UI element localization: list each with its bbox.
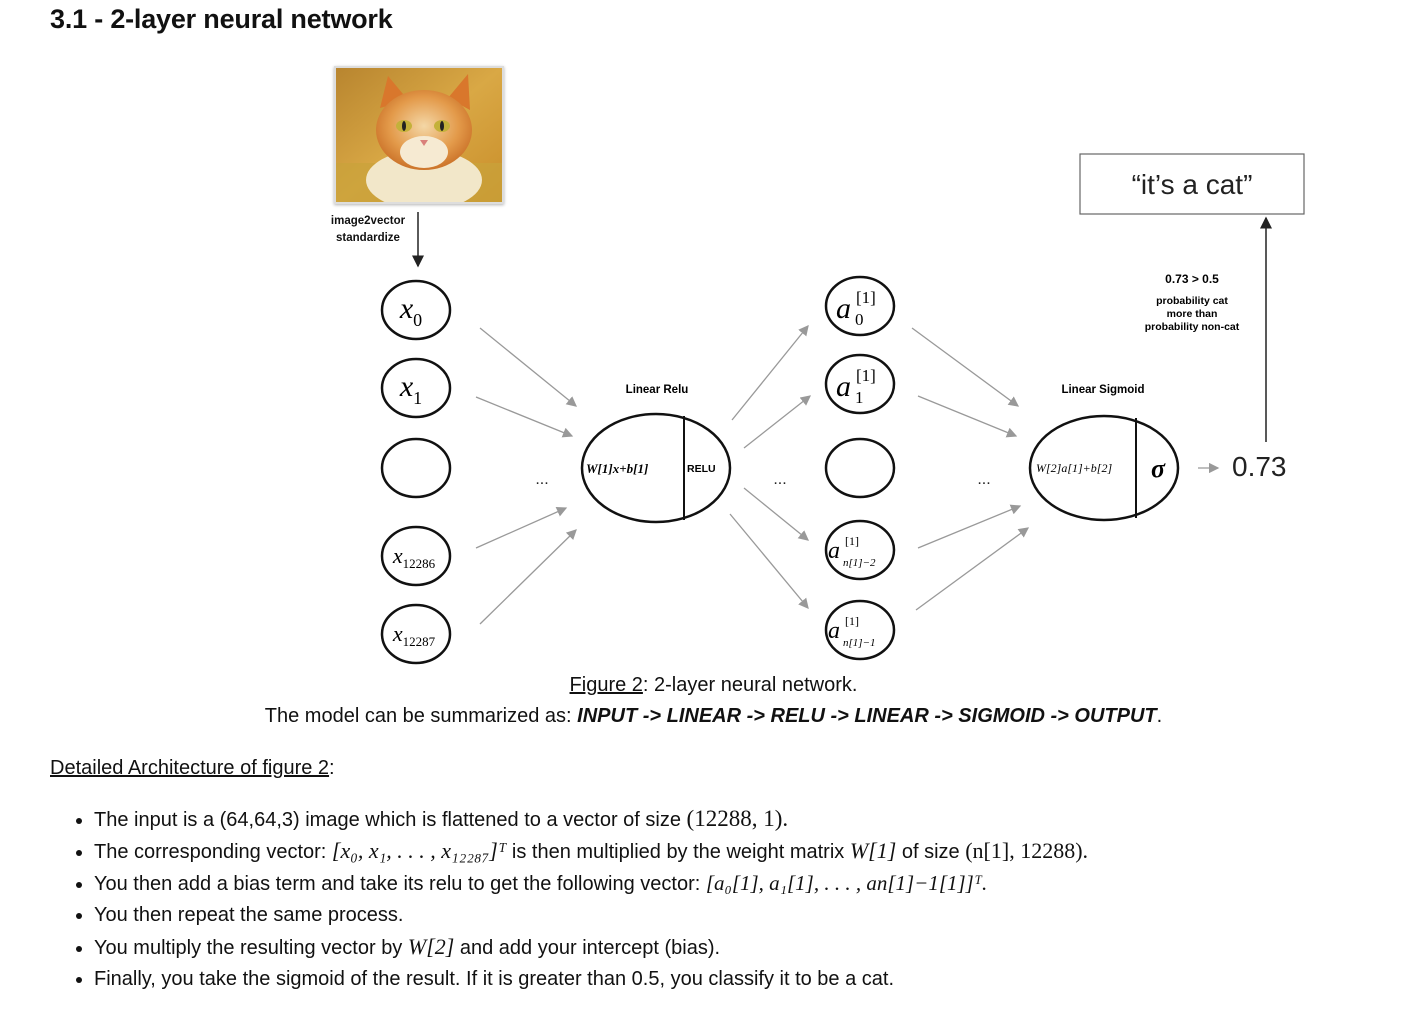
architecture-list: The input is a (64,64,3) image which is … — [60, 803, 1394, 995]
bullet-1-math: (12288, 1). — [686, 806, 789, 831]
ellipsis-layer1: ... — [773, 471, 786, 488]
list-item: Finally, you take the sigmoid of the res… — [94, 963, 1394, 995]
input-node-0-subscript: 0 — [413, 310, 422, 330]
decision-line-2: probability cat — [1156, 295, 1228, 307]
hidden-node-0-symbol: a — [836, 292, 851, 325]
layer1-to-hidden-arrows — [729, 324, 812, 610]
list-item: You multiply the resulting vector by W[2… — [94, 931, 1394, 963]
details-link[interactable]: Detailed Architecture of figure 2 — [50, 757, 330, 779]
bullet-2-math-1: [x₀, x₁, . . . , x₁₂₂₈₇]ᵀ — [331, 838, 507, 863]
hidden-node-1-symbol: a — [836, 370, 851, 403]
hidden-node-1: a [1] 1 — [824, 353, 896, 415]
input-node-1-subscript: 1 — [413, 388, 422, 408]
layer1-formula: W[1]x+b[1] — [586, 461, 648, 476]
details-title: Detailed Architecture of figure 2: — [50, 757, 335, 780]
ellipsis-hidden: ... — [977, 471, 990, 488]
hidden-node-0-superscript: [1] — [856, 288, 876, 307]
decision-line-3: more than — [1167, 308, 1218, 320]
input-node-1-symbol: x — [399, 370, 414, 403]
bullet-5-text-2: and add your intercept (bias). — [454, 937, 721, 959]
hidden-node-2 — [824, 437, 896, 499]
hidden-node-3-superscript: [1] — [845, 534, 859, 548]
summary-prefix: The model can be summarized as: — [264, 705, 578, 727]
bullet-3-text: You then add a bias term and take its re… — [94, 873, 706, 895]
hidden-node-3: a [1] n[1]−2 — [824, 519, 896, 581]
hidden-node-1-superscript: [1] — [856, 366, 876, 385]
cat-photo — [334, 66, 504, 204]
input-node-3-subscript: 12286 — [403, 556, 436, 571]
ellipsis-inputs: ... — [535, 471, 548, 488]
layer2-neuron: W[2]a[1]+b[2] σ — [1028, 414, 1180, 522]
input-node-3-symbol: x — [392, 543, 403, 568]
svg-text:x0: x0 — [399, 292, 422, 330]
model-summary: The model can be summarized as: INPUT ->… — [0, 705, 1427, 728]
hidden-node-4-symbol: a — [828, 618, 840, 644]
bullet-2-text-2: is then multiplied by the weight matrix — [506, 841, 850, 863]
bullet-2-math-2: W[1] — [849, 838, 897, 863]
bullet-4-text: You then repeat the same process. — [94, 904, 404, 926]
svg-text:x1: x1 — [399, 370, 422, 408]
input-node-0: x0 — [380, 279, 452, 341]
hidden-to-layer2-arrows — [911, 327, 1030, 611]
layer1-title: Linear Relu — [626, 384, 689, 396]
bullet-3-math: [a₀[1], a₁[1], . . . , an[1]−1[1]]ᵀ. — [705, 871, 988, 895]
result-text: “it’s a cat” — [1132, 169, 1253, 200]
list-item: You then add a bias term and take its re… — [94, 867, 1394, 899]
layer1-activation: RELU — [687, 463, 716, 475]
svg-text:x12287: x12287 — [392, 621, 436, 649]
bullet-2-text-3: of size — [896, 841, 966, 863]
output-value: 0.73 — [1232, 451, 1287, 482]
figure-caption-text: : 2-layer neural network. — [642, 674, 858, 696]
bullet-5-math: W[2] — [407, 934, 455, 959]
hidden-node-0-subscript: 0 — [855, 310, 864, 329]
hidden-node-4-superscript: [1] — [845, 614, 859, 628]
bullet-1-text: The input is a (64,64,3) image which is … — [94, 809, 687, 831]
decision-line-4: probability non-cat — [1145, 321, 1240, 333]
layer2-title: Linear Sigmoid — [1061, 384, 1144, 396]
cat-photo-art — [336, 68, 502, 202]
hidden-node-1-subscript: 1 — [855, 388, 864, 407]
decision-threshold: 0.73 > 0.5 — [1165, 272, 1219, 286]
hidden-node-4: a [1] n[1]−1 — [824, 599, 896, 661]
input-to-layer1-arrows — [475, 327, 578, 625]
hidden-node-4-subscript: n[1]−1 — [843, 637, 875, 649]
list-item: The corresponding vector: [x₀, x₁, . . .… — [94, 835, 1394, 867]
network-diagram: x0 x1 x12286 x12287 ... Linear Relu W[1]… — [380, 153, 1305, 665]
layer1-neuron: W[1]x+b[1] RELU — [580, 412, 732, 524]
hidden-node-0: a [1] 0 — [824, 275, 896, 337]
image2vector-label: image2vector — [330, 215, 406, 227]
input-node-4: x12287 — [380, 603, 452, 665]
layer2-formula: W[2]a[1]+b[2] — [1036, 461, 1112, 475]
input-node-2 — [380, 437, 452, 499]
hidden-node-3-subscript: n[1]−2 — [843, 557, 876, 569]
figure-link[interactable]: Figure 2 — [569, 674, 643, 696]
input-node-3: x12286 — [380, 525, 452, 587]
bullet-6-text: Finally, you take the sigmoid of the res… — [94, 968, 895, 990]
input-node-1: x1 — [380, 357, 452, 419]
summary-suffix: . — [1156, 705, 1163, 727]
bullet-2-text-1: The corresponding vector: — [94, 841, 332, 863]
list-item: The input is a (64,64,3) image which is … — [94, 803, 1394, 835]
details-title-suffix: : — [329, 757, 335, 779]
section-heading: 3.1 - 2-layer neural network — [50, 4, 393, 34]
svg-text:x12286: x12286 — [392, 543, 436, 571]
standardize-label: standardize — [336, 232, 400, 244]
list-item: You then repeat the same process. — [94, 899, 1394, 931]
input-node-4-symbol: x — [392, 621, 403, 646]
result-box: “it’s a cat” — [1079, 153, 1305, 215]
bullet-5-text-1: You multiply the resulting vector by — [94, 937, 408, 959]
sigma-symbol: σ — [1151, 454, 1166, 483]
input-node-0-symbol: x — [399, 292, 414, 325]
hidden-node-3-symbol: a — [828, 538, 840, 564]
input-node-4-subscript: 12287 — [403, 634, 436, 649]
bullet-2-math-3: (n[1], 12288). — [965, 838, 1089, 863]
figure-caption: Figure 2: 2-layer neural network. — [0, 674, 1427, 697]
summary-pipeline: INPUT -> LINEAR -> RELU -> LINEAR -> SIG… — [577, 705, 1157, 727]
